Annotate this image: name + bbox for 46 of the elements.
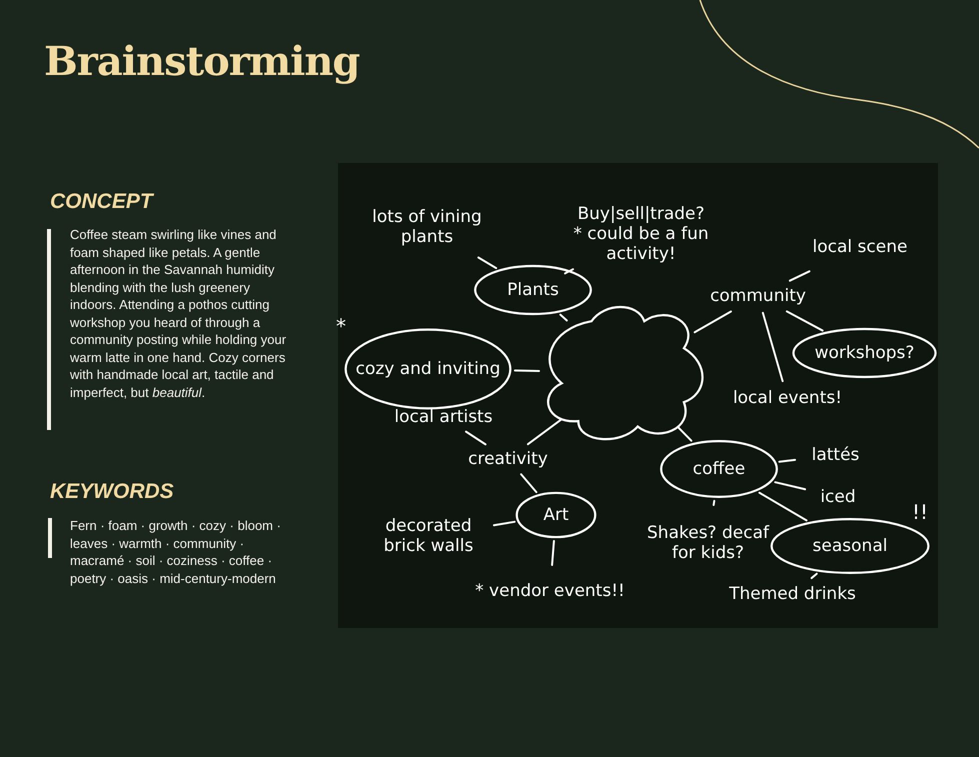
connector-line (778, 458, 796, 463)
connector-line (758, 492, 808, 522)
connector-line (810, 572, 818, 580)
section-heading: KEYWORDS (50, 480, 174, 504)
handwritten-note: Themed drinks (729, 584, 856, 604)
connector-line (520, 473, 538, 494)
handwritten-note: * could be a fun activity! (572, 224, 710, 264)
connector-line (774, 481, 806, 490)
handwritten-note: Shakes? decaf for kids? (646, 523, 770, 563)
topic-text: Plants (507, 280, 559, 300)
topic-text: seasonal (812, 536, 888, 556)
handwritten-note: decorated brick walls (382, 516, 474, 556)
handwritten-note: iced (820, 487, 856, 507)
concept-paragraph: Coffee steam swirling like vines and foam shaped like petals. A gentle afternoon in the Savannah humidity blending with the lush greenery indoors. Attending a pothos cutting workshop you heard of through a community posting while holding your warm latte in one hand. Cozy corners with handmade local art, tactile and imperfect, but beautiful. (70, 226, 288, 401)
handwritten-note: local events! (732, 388, 842, 408)
connector-line (564, 268, 574, 274)
handwritten-note: local artists (394, 407, 493, 427)
connector-line (514, 370, 540, 372)
topic-text: cozy and inviting (356, 359, 500, 379)
page-title: Brainstorming (44, 38, 360, 85)
connector-line (551, 540, 555, 566)
handwritten-note: local scene (812, 237, 908, 257)
connector-line (677, 426, 692, 442)
connector-line (762, 312, 784, 382)
connector-line (526, 418, 562, 446)
handwritten-note: lots of vining plants (371, 207, 483, 247)
handwritten-note: lattés (812, 445, 860, 465)
handwritten-mark: !! (912, 500, 928, 524)
section-heading: CONCEPT (50, 190, 153, 214)
connector-line (559, 314, 568, 322)
connector-line (712, 500, 716, 506)
keywords-text: Fern · foam · growth · cozy · bloom · leaves · warmth · community · macramé · soil · coziness · coffee · poetry · oasis · mid-century-modern (70, 517, 282, 587)
connector-line (786, 310, 824, 332)
handwritten-note: Buy|sell|trade? (577, 204, 705, 224)
topic-text: coffee (692, 459, 746, 479)
handwritten-note: community (710, 286, 806, 306)
handwritten-mark: * (336, 314, 346, 338)
handwritten-note: creativity (468, 449, 548, 469)
topic-text: workshops? (814, 343, 914, 363)
handwritten-note: * vendor events!! (475, 581, 625, 601)
connector-line (788, 270, 810, 282)
connector-line (492, 520, 516, 526)
topic-text: Art (543, 505, 569, 525)
connector-line (464, 430, 487, 446)
connector-line (694, 310, 732, 334)
connector-line (477, 256, 498, 270)
